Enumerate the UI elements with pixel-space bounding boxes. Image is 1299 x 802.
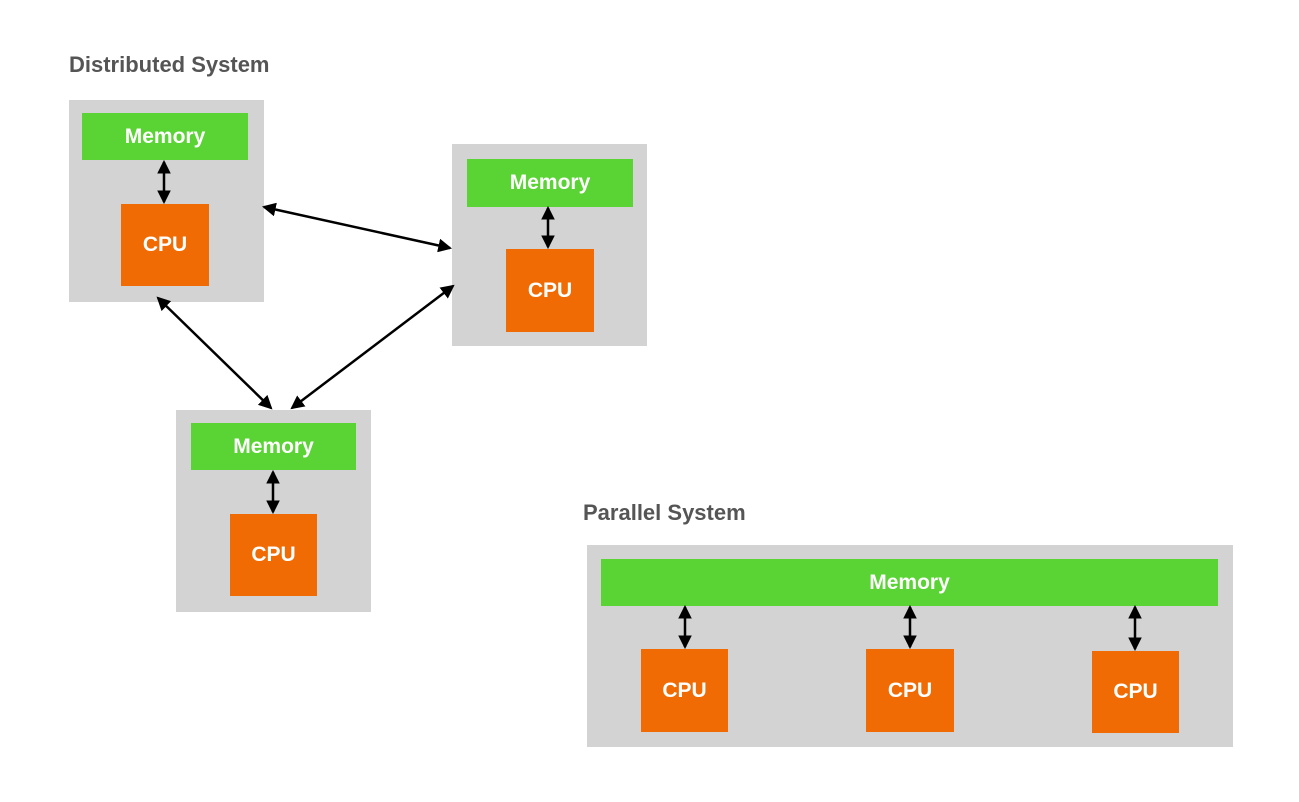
distributed-node-2: Memory CPU: [452, 144, 647, 346]
node-link-1-2: [261, 202, 453, 253]
memory-block: Memory: [191, 423, 356, 470]
cpu-block: CPU: [121, 204, 209, 286]
cpu-block: CPU: [1092, 651, 1179, 733]
cpu-block: CPU: [506, 249, 594, 332]
distributed-system-title: Distributed System: [69, 52, 270, 77]
cpu-block: CPU: [641, 649, 728, 732]
memory-block: Memory: [467, 159, 633, 207]
parallel-system-title: Parallel System: [583, 500, 746, 525]
memory-block: Memory: [82, 113, 248, 160]
shared-memory-block: Memory: [601, 559, 1218, 606]
distributed-node-1: Memory CPU: [69, 100, 264, 302]
node-link-2-3: [290, 284, 455, 410]
cpu-block: CPU: [230, 514, 317, 596]
node-link-1-3: [156, 296, 273, 410]
cpu-block: CPU: [866, 649, 954, 732]
